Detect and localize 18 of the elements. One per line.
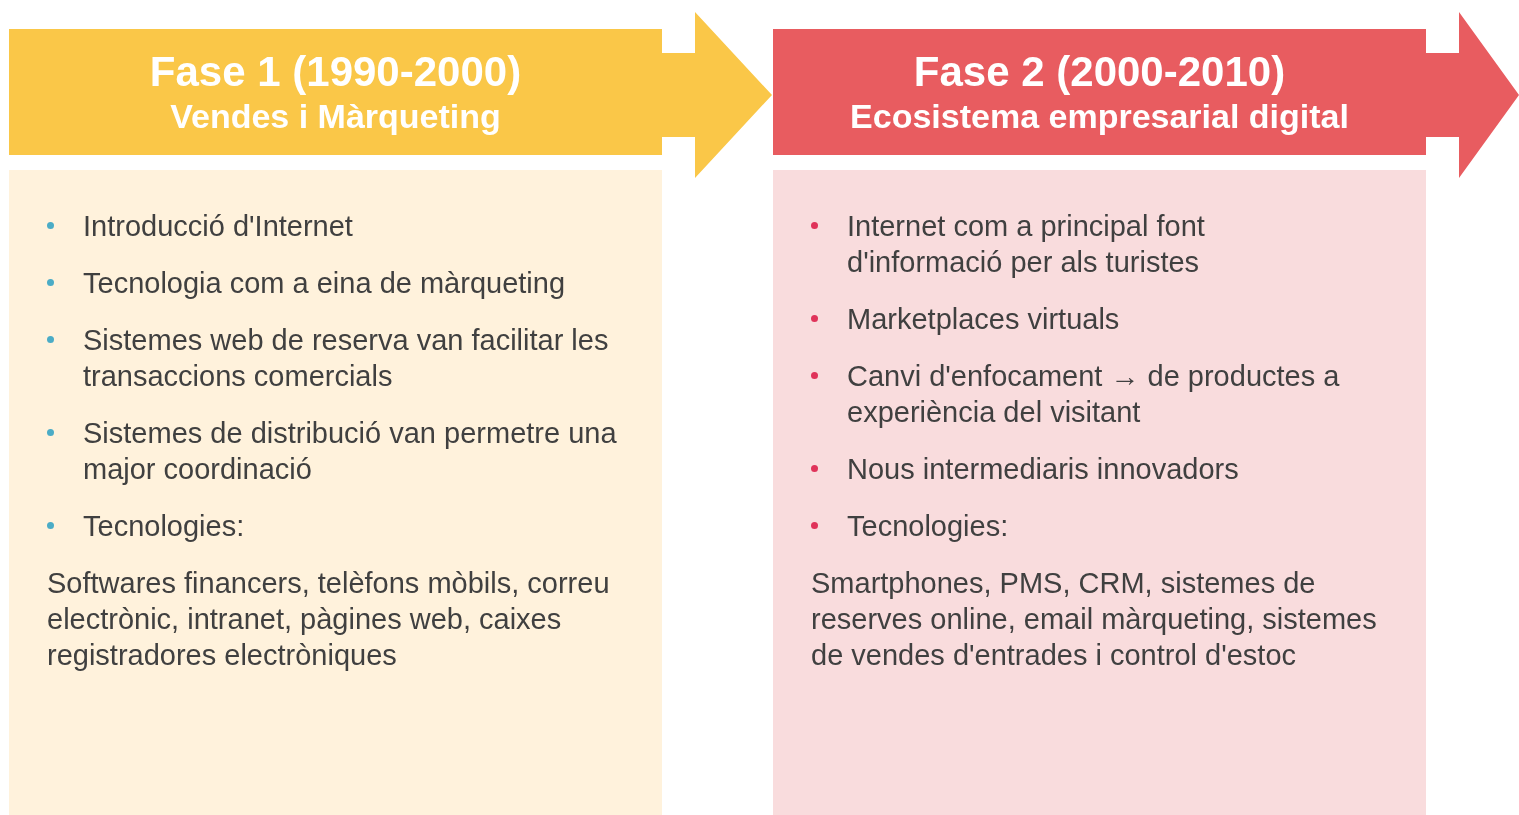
bullet-text: Sistemes web de reserva van facilitar les transaccions comercials [83, 323, 610, 394]
phase-title: Fase 1 (1990-2000) [149, 48, 522, 96]
bullet-text: Internet com a principal font d'informació per als turistes [847, 209, 1206, 280]
bullet-text: Marketplaces virtuals [847, 302, 1120, 337]
phase-subtitle: Vendes i Màrqueting [170, 96, 501, 136]
content-panel [9, 170, 662, 815]
technology-list-text: Softwares financers, telèfons mòbils, correu electrònic, intranet, pàgines web, caixes registradores electròniques [47, 566, 611, 673]
content-panel [773, 170, 1426, 815]
bullet-text: Canvi d'enfocament → de productes a experiència del visitant [847, 359, 1341, 430]
bullet-text: Introducció d'Internet [83, 209, 353, 244]
phase-title: Fase 2 (2000-2010) [913, 48, 1286, 96]
phase-subtitle: Ecosistema empresarial digital [850, 96, 1349, 136]
bullet-text: Tecnologies: [83, 509, 245, 544]
bullet-text: Tecnologies: [847, 509, 1009, 544]
bullet-text: Tecnologia com a eina de màrqueting [83, 266, 566, 301]
bullet-text: Sistemes de distribució van permetre una major coordinació [83, 416, 618, 487]
bullet-text: Nous intermediaris innovadors [847, 452, 1239, 487]
technology-list-text: Smartphones, PMS, CRM, sistemes de reserves online, email màrqueting, sistemes de vendes d'entrades i control d'estoc [811, 566, 1378, 673]
